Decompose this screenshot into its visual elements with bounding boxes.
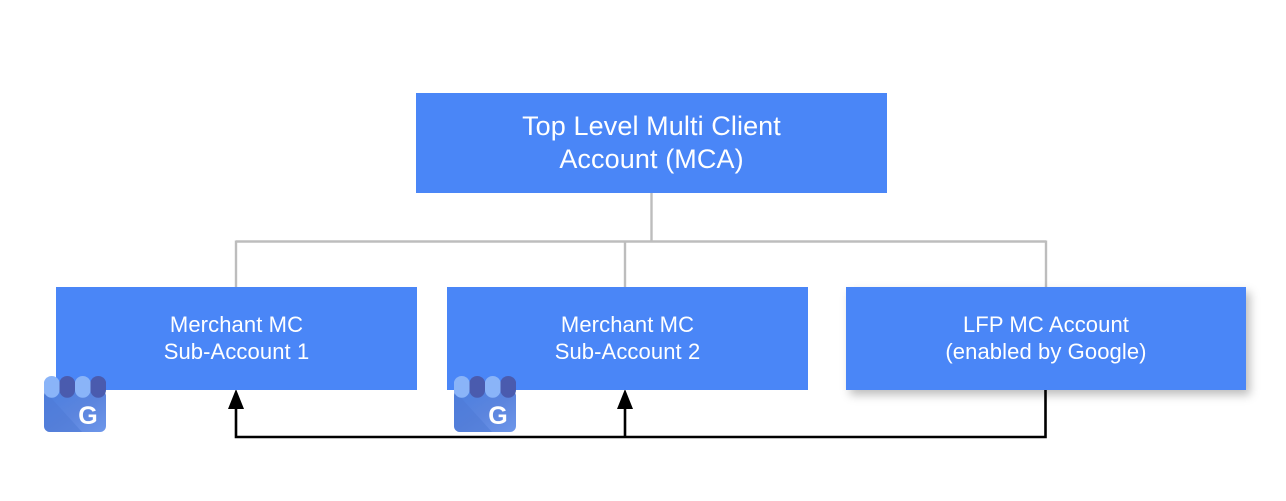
- awning-scallop-3: [485, 375, 501, 398]
- google-business-profile-storefront-icon: G: [454, 375, 516, 432]
- storefront-body-shading: [44, 390, 82, 432]
- node-merchant-sub-account-1-label: Merchant MC Sub-Account 1: [163, 311, 310, 364]
- feed-connectors: [228, 389, 1047, 439]
- node-lfp-mc-account-label: LFP MC Account (enabled by Google): [945, 311, 1147, 364]
- awning-scallop-1: [454, 375, 470, 398]
- node-lfp-mc-account[interactable]: LFP MC Account (enabled by Google): [846, 287, 1246, 390]
- google-business-profile-storefront-icon: G: [44, 375, 106, 432]
- node-top-level-mca-label: Top Level Multi Client Account (MCA): [522, 111, 781, 174]
- storefront-body-shading: [454, 390, 492, 432]
- tree-connectors: [234, 193, 1048, 287]
- gbp-letter-g: G: [78, 402, 97, 430]
- node-merchant-sub-account-1[interactable]: Merchant MC Sub-Account 1: [56, 287, 417, 390]
- awning-scallop-2: [469, 375, 485, 398]
- awning-scallop-1: [44, 375, 60, 398]
- awning-scallop-4: [500, 375, 516, 398]
- awning-scallop-4: [90, 375, 106, 398]
- awning-scallop-3: [75, 375, 91, 398]
- node-top-level-mca[interactable]: Top Level Multi Client Account (MCA): [416, 93, 887, 193]
- node-merchant-sub-account-2-label: Merchant MC Sub-Account 2: [554, 311, 701, 364]
- arrowhead-into-sub1: [228, 389, 244, 409]
- feed-path-lfp-to-sub1: [234, 390, 1047, 439]
- gbp-letter-g: G: [488, 402, 507, 430]
- node-merchant-sub-account-2[interactable]: Merchant MC Sub-Account 2: [447, 287, 808, 390]
- awning-scallop-2: [59, 375, 75, 398]
- arrowhead-into-sub2: [617, 389, 633, 409]
